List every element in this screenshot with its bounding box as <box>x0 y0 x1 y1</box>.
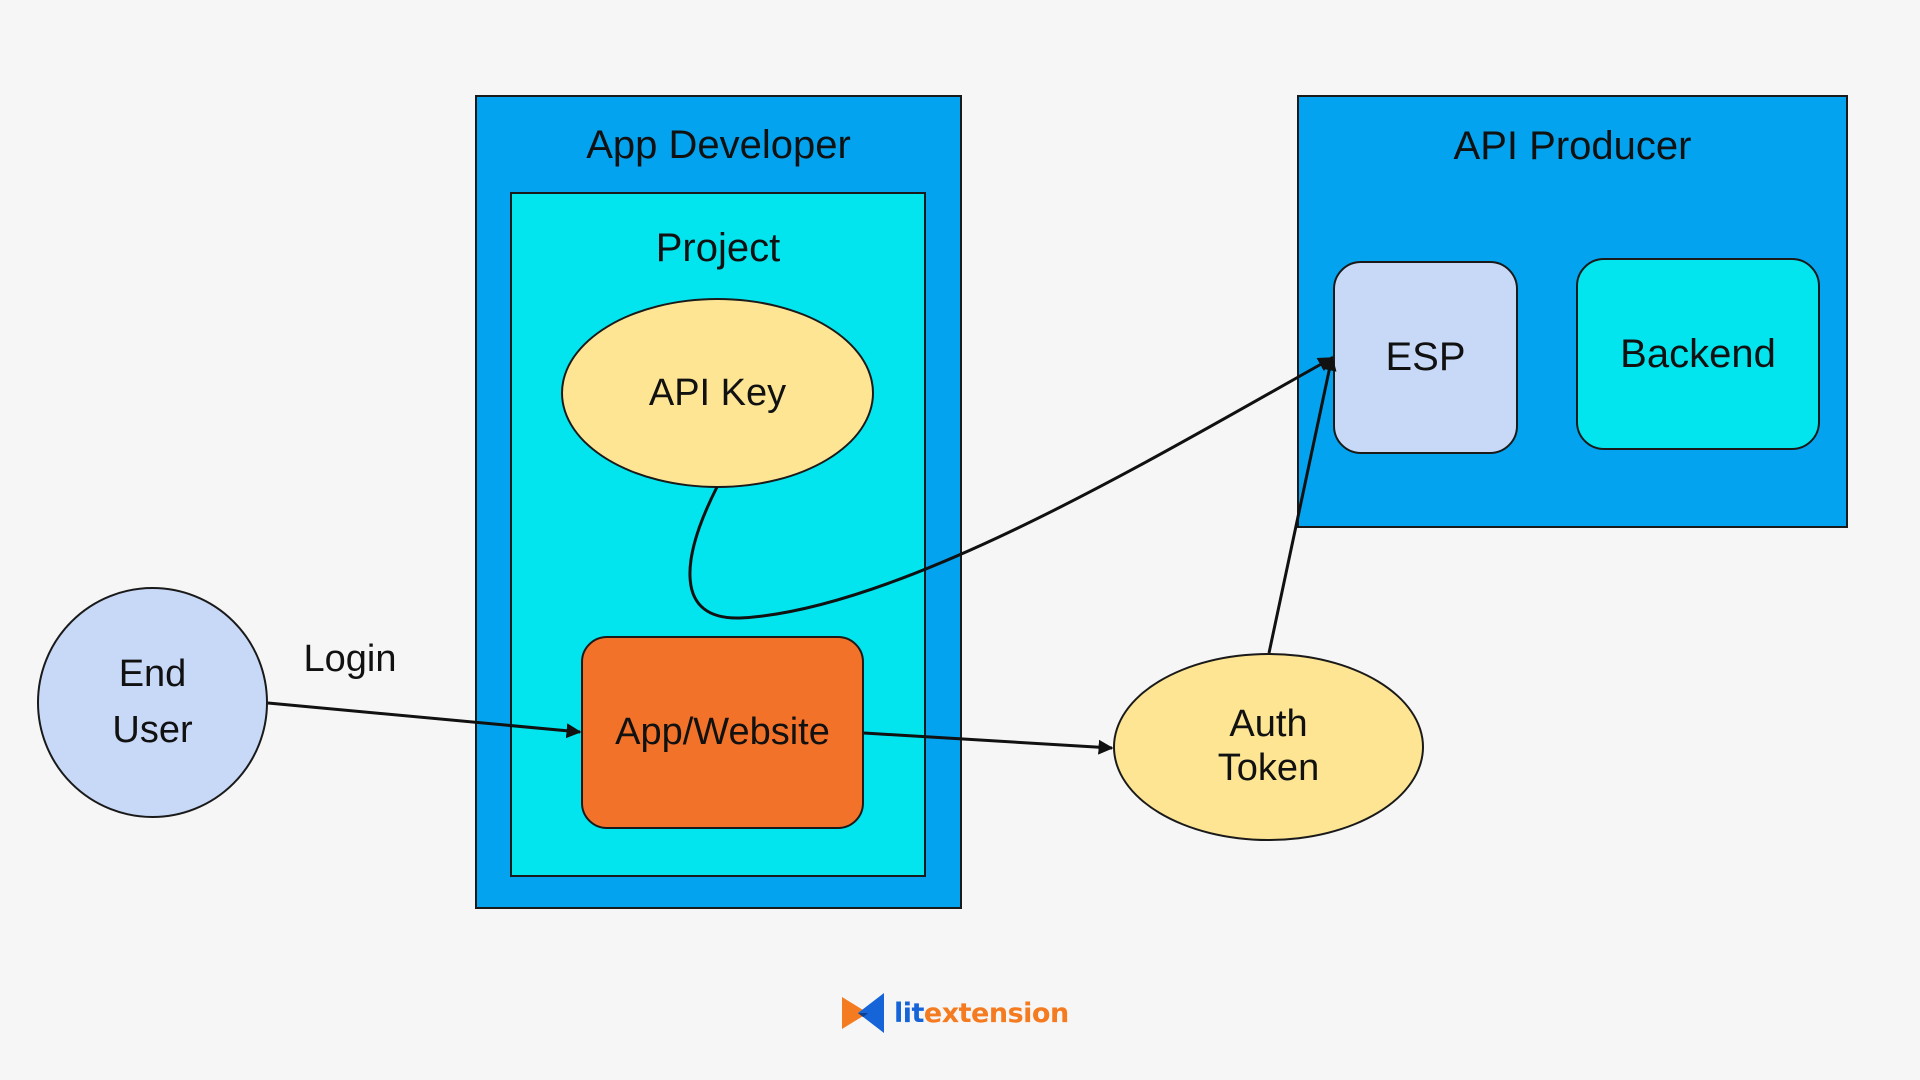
end-user-node: End User <box>37 587 268 818</box>
auth-token-label-line1: Auth <box>1229 703 1308 746</box>
litextension-logo-icon <box>842 993 884 1033</box>
api-key-node: API Key <box>561 298 874 488</box>
end-user-label-line2: User <box>112 708 193 751</box>
app-to-auth-token-arrow <box>863 731 1114 755</box>
litextension-wordmark: litextension <box>894 997 1069 1029</box>
end-user-label-line1: End <box>118 653 187 696</box>
esp-label: ESP <box>1385 335 1466 379</box>
litextension-logo: litextension <box>840 988 1080 1038</box>
auth-token-to-esp-arrow <box>1267 355 1337 654</box>
login-arrow <box>267 701 582 739</box>
app-website-label: App/Website <box>615 711 830 753</box>
project-title: Project <box>655 225 781 270</box>
backend-label: Backend <box>1620 331 1776 376</box>
app-website-node: App/Website <box>581 636 864 829</box>
api-key-to-esp-arrow <box>688 356 1334 620</box>
auth-token-label-line2: Token <box>1217 747 1320 789</box>
auth-token-node: Auth Token <box>1113 653 1424 841</box>
backend-node: Backend <box>1576 258 1820 450</box>
login-edge-label: Login <box>303 637 397 680</box>
api-producer-title: API Producer <box>1453 123 1692 168</box>
api-key-label: API Key <box>648 371 787 414</box>
app-developer-title: App Developer <box>586 122 851 167</box>
